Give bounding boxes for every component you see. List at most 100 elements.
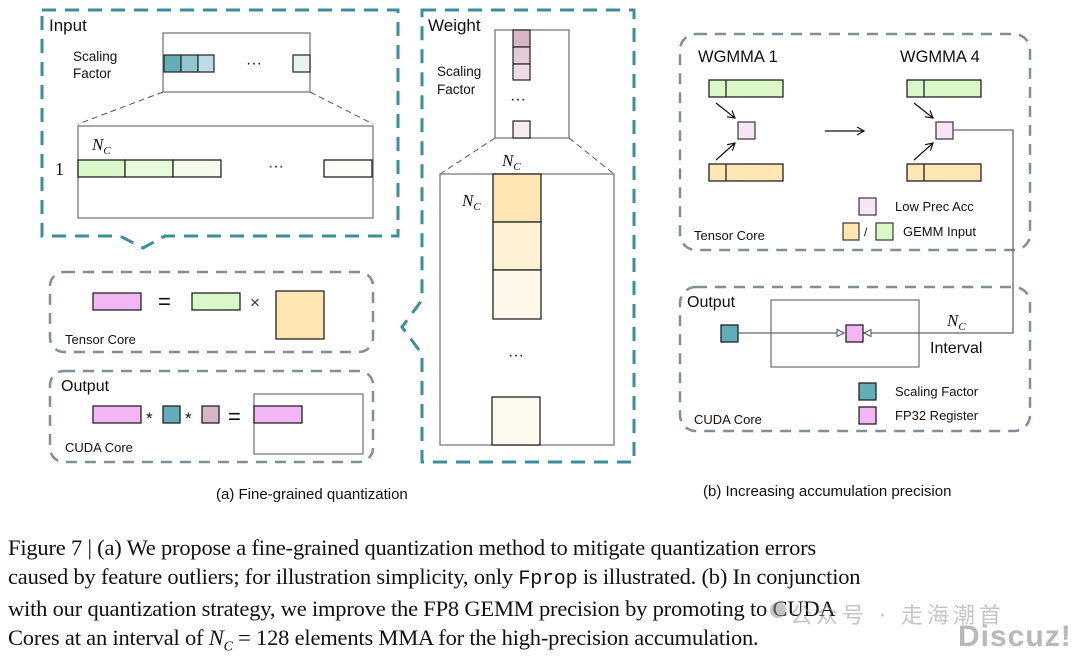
legend-gemm-green-swatch [875,222,894,241]
input-zoom-line-left [77,91,164,125]
panel-a-caption: (a) Fine-grained quantization [216,486,408,503]
input-scale-cell-1 [163,54,182,73]
caption-code-fprop: Fprop [518,568,578,591]
wgmma4-label: WGMMA 4 [900,48,980,66]
wgmma1-acc [737,121,756,140]
legend-fp32-label: FP32 Register [895,408,979,423]
wgmma1-label: WGMMA 1 [698,48,778,66]
caption-line-2-b: is illustrated. (b) In conjunction [577,564,861,589]
weight-zoom-line-left [439,137,496,175]
caption-nc-sub: C [223,639,233,655]
weight-block-3 [492,269,542,320]
legend-low-prec-label: Low Prec Acc [895,199,974,214]
weight-zoom-line-right [568,137,615,175]
weight-scaling-box [494,29,570,139]
tc-equals: = [158,289,171,314]
tensor-core-label-a: Tensor Core [65,332,136,347]
weight-block-2 [492,221,542,271]
caption-line-2-a: caused by feature outliers; for illustra… [8,564,519,589]
weight-block-ellipsis: ··· [508,347,524,364]
input-row-ellipsis: ··· [268,158,284,175]
interval-label: Interval [930,340,982,357]
out-equals: = [228,404,241,429]
panel-b-caption: (b) Increasing accumulation precision [703,483,951,500]
input-scaling-label-1: Scaling [73,49,117,64]
legend-fp32-swatch [858,406,877,425]
tensor-core-frame-a [48,270,375,354]
input-row-label: 1 [55,159,64,179]
legend-low-prec-swatch [858,197,877,216]
wgmma1-input-a [708,79,784,98]
caption-line-1: Figure 7 | (a) We propose a fine-grained… [8,535,816,560]
input-scale-ellipsis: ··· [246,55,262,72]
figure-diagram: Input Scaling Factor ··· NC 1 ··· = × Te… [40,8,1032,503]
wgmma1-arrow-bottom [715,142,736,161]
legend-gemm-label: GEMM Input [903,224,976,239]
output-label-b: Output [687,294,736,311]
weight-dashed-frame [400,8,636,464]
wgmma4-input-b [906,163,982,182]
out-scaling-factor [720,324,739,343]
tensor-core-label-b: Tensor Core [694,228,765,243]
legend-gemm-peach-swatch [842,222,860,241]
out-star-1: * [146,409,153,428]
out-acc-rect [92,405,142,424]
out-result-matrix [253,393,364,455]
wgmma4-input-a [906,79,982,98]
input-label: Input [49,16,87,35]
cuda-core-label-a: CUDA Core [65,440,133,455]
figure-caption: Figure 7 | (a) We propose a fine-grained… [8,533,1074,662]
weight-block-last [491,396,541,446]
weight-scaling-label-2: Factor [437,82,476,97]
weight-scale-ellipsis: ··· [510,91,526,108]
input-block-2 [124,159,174,178]
caption-line-4: Cores at an interval of NC = 128 element… [8,623,1074,662]
input-scale-cell-3 [197,54,215,73]
input-block-1 [77,159,126,178]
tc-weight-rect [275,290,325,340]
cuda-core-frame-b [678,285,1032,433]
output-label-a: Output [61,378,110,395]
legend-scaling-label: Scaling Factor [895,384,979,399]
tc-output-rect [92,292,142,311]
cuda-core-frame-a [48,369,375,464]
cuda-core-label-b: CUDA Core [694,412,762,427]
out-result-rect [253,405,303,424]
weight-nc-top: NC [501,151,521,173]
input-block-3 [172,159,222,178]
input-scale-cell-2 [180,54,199,73]
out-weight-scale [201,405,220,424]
legend-slash: / [864,225,868,239]
weight-scale-cell-2 [512,46,531,65]
tc-input-rect [191,292,241,311]
wgmma4-arrow-top [913,102,934,119]
tensor-core-frame-b [678,32,1032,252]
weight-block-1 [492,173,542,223]
weight-scaling-label-1: Scaling [437,64,481,79]
weight-scale-cell-3 [512,63,531,81]
promotion-connector [862,129,1014,338]
caption-nc: N [208,625,224,650]
wgmma4-arrow-bottom [913,142,934,161]
out-star-2: * [185,409,192,428]
caption-line-3: with our quantization strategy, we impro… [8,596,836,621]
input-nc-label: NC [91,135,111,157]
input-scale-cell-last [292,54,311,73]
caption-line-4-a: Cores at an interval of [8,625,209,650]
weight-scale-cell-last [512,120,531,139]
caption-line-4-b: = 128 elements MMA for the high-precisio… [232,625,759,650]
tc-times: × [250,293,260,312]
out-input-scale [162,405,181,424]
weight-nc-side: NC [461,191,481,213]
interval-nc-label: NC [946,311,966,333]
wgmma4-acc [935,121,954,140]
weight-scale-cell-1 [512,29,531,48]
caption-line-2: caused by feature outliers; for illustra… [8,562,1074,594]
input-dashed-frame [40,8,400,250]
fp32-register [845,324,864,343]
input-zoom-line-right [309,91,374,125]
legend-scaling-swatch [858,382,877,401]
wgmma1-arrow-top [715,102,736,119]
wgmma1-input-b [708,163,784,182]
input-block-last [323,159,373,178]
